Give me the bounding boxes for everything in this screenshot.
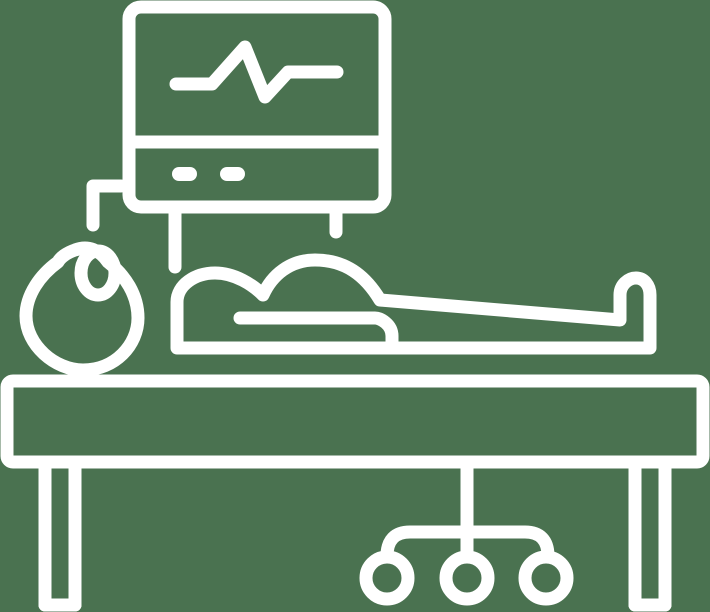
heart-monitor-icon <box>86 0 392 274</box>
hospital-bed-icon <box>0 374 710 612</box>
patient-head-icon <box>19 241 145 377</box>
patient-body-icon <box>170 253 657 355</box>
